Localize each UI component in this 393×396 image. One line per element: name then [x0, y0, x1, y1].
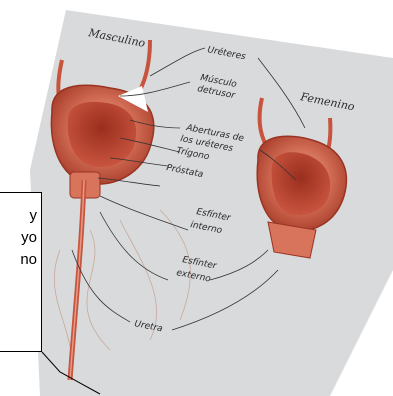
- callout-line-2: yo: [0, 227, 37, 249]
- callout-line-3: no: [0, 249, 37, 271]
- callout-line-1: y: [0, 205, 37, 227]
- speech-callout: y yo no: [0, 192, 42, 352]
